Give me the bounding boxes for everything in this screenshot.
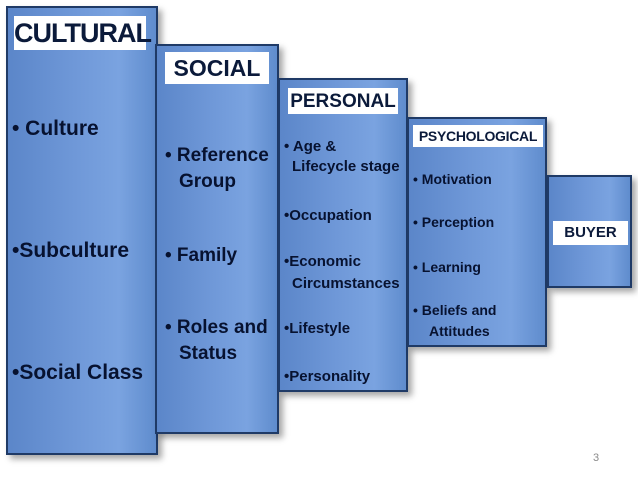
social-panel: SOCIAL • Reference Group • Family • Role… xyxy=(155,44,279,434)
psychological-item-perception: • Perception xyxy=(413,214,495,230)
personal-item-lifestyle: •Lifestyle xyxy=(284,320,351,337)
page-number: 3 xyxy=(593,452,600,464)
psychological-item-beliefs: • Beliefs and xyxy=(413,302,497,318)
personal-item-occupation: •Occupation xyxy=(284,207,372,224)
psychological-panel: PSYCHOLOGICAL • Motivation • Perception … xyxy=(407,117,547,347)
psychological-title: PSYCHOLOGICAL xyxy=(413,125,543,147)
cultural-item-culture: • Culture xyxy=(12,117,99,140)
buyer-panel: BUYER xyxy=(547,175,632,288)
social-item-reference: • Reference xyxy=(165,145,269,166)
personal-item-economic: •Economic xyxy=(284,253,361,270)
social-item-status: Status xyxy=(179,343,238,364)
social-title: SOCIAL xyxy=(165,52,269,84)
personal-item-age: • Age & xyxy=(284,138,337,155)
cultural-title: CULTURAL xyxy=(14,16,152,50)
buyer-title: BUYER xyxy=(553,221,628,245)
social-item-family: • Family xyxy=(165,245,238,266)
cultural-panel: CULTURAL • Culture •Subculture •Social C… xyxy=(6,6,158,455)
social-item-roles: • Roles and xyxy=(165,317,268,338)
personal-item-personality: •Personality xyxy=(284,368,371,385)
personal-item-circumstances: Circumstances xyxy=(292,275,400,292)
cultural-item-subculture: •Subculture xyxy=(12,239,130,262)
psychological-item-attitudes: Attitudes xyxy=(429,323,490,339)
personal-title: PERSONAL xyxy=(288,88,398,114)
psychological-item-motivation: • Motivation xyxy=(413,171,492,187)
cultural-item-social-class: •Social Class xyxy=(12,361,144,384)
personal-panel: PERSONAL • Age & Lifecycle stage •Occupa… xyxy=(278,78,408,392)
social-item-group: Group xyxy=(179,171,236,192)
psychological-item-learning: • Learning xyxy=(413,259,481,275)
personal-item-lifecycle: Lifecycle stage xyxy=(292,158,400,175)
